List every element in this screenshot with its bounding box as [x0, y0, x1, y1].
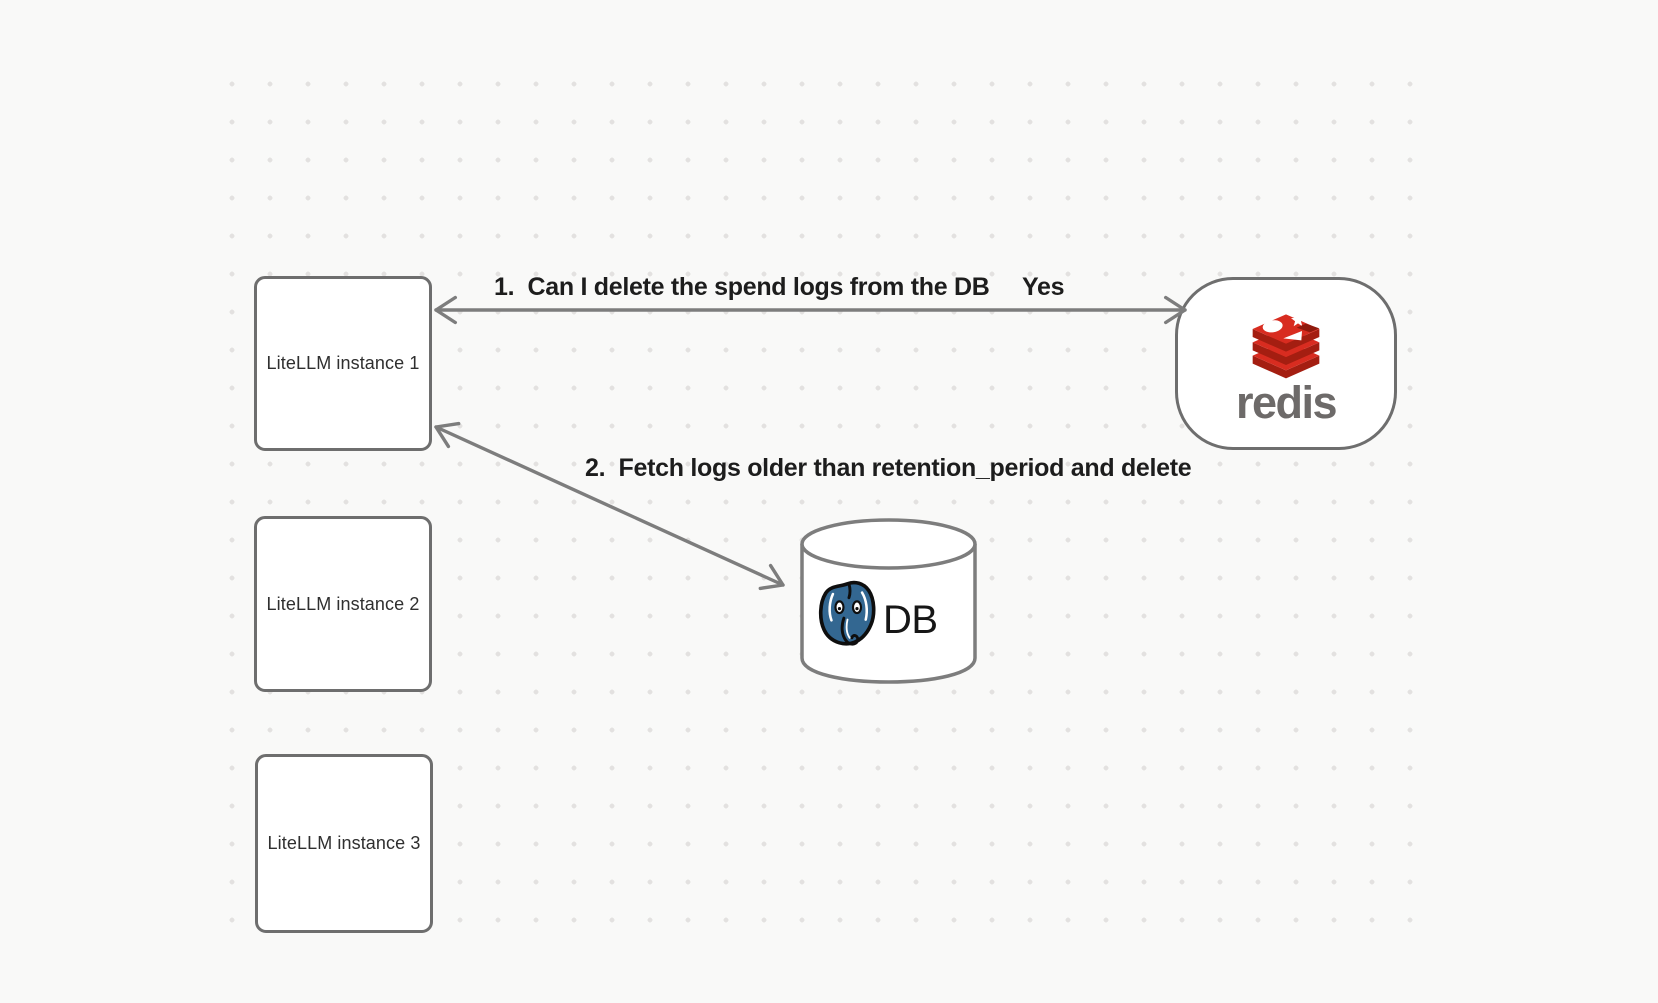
node-label: LiteLLM instance 3 [267, 833, 421, 853]
arrow-instance1-redis[interactable] [434, 295, 1187, 325]
postgresql-elephant-icon [818, 580, 876, 646]
node-redis[interactable]: redis [1175, 277, 1397, 450]
redis-logo-icon [1252, 313, 1320, 379]
node-litellm-instance-3[interactable]: LiteLLM instance 3 [255, 754, 433, 933]
annotation-step1[interactable]: 1. Can I delete the spend logs from the … [494, 273, 990, 301]
node-label: LiteLLM instance 2 [266, 593, 420, 614]
db-label: DB [883, 598, 938, 642]
node-litellm-instance-2[interactable]: LiteLLM instance 2 [254, 516, 432, 692]
arrow-instance1-db[interactable] [434, 421, 785, 591]
node-database-cylinder[interactable] [799, 517, 978, 686]
redis-wordmark: redis [1235, 377, 1338, 429]
node-litellm-instance-1[interactable]: LiteLLM instance 1 [254, 276, 432, 451]
annotation-step1-answer[interactable]: Yes [1022, 273, 1065, 301]
annotation-step2[interactable]: 2. Fetch logs older than retention_perio… [585, 454, 1192, 482]
node-label: LiteLLM instance 1 [266, 353, 420, 373]
